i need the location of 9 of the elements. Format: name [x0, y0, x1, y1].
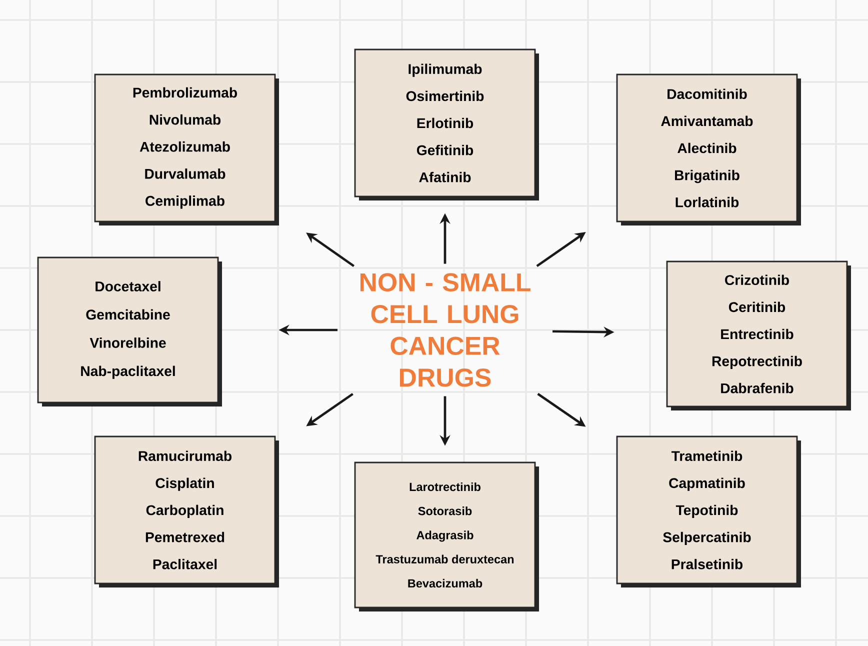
drug-list-box: Dacomitinib Amivantamab Alectinib Brigatinib Lorlatinib — [616, 74, 801, 226]
title-text: NON - SMALL CELL LUNG CANCER DRUGS — [360, 273, 530, 387]
drug-list-box: Ramucirumab Cisplatin Carboplatin Pemetrexed Paclitaxel — [94, 436, 279, 588]
drug-list-box: Larotrectinib Sotorasib Adagrasib Trastuzumab deruxtecan Bevacizumab — [354, 462, 539, 612]
drug-list-box: Ipilimumab Osimertinib Erlotinib Gefitinib Afatinib — [354, 48, 539, 200]
drug-list-box: Pembrolizumab Nivolumab Atezolizumab Durvalumab Cemiplimab — [94, 74, 279, 226]
drug-list-box: Crizotinib Ceritinib Entrectinib Repotrectinib Dabrafenib — [666, 260, 851, 410]
drug-list-box: Docetaxel Gemcitabine Vinorelbine Nab-paclitaxel — [37, 256, 222, 406]
drug-list-box: Trametinib Capmatinib Tepotinib Selpercatinib Pralsetinib — [616, 436, 801, 588]
